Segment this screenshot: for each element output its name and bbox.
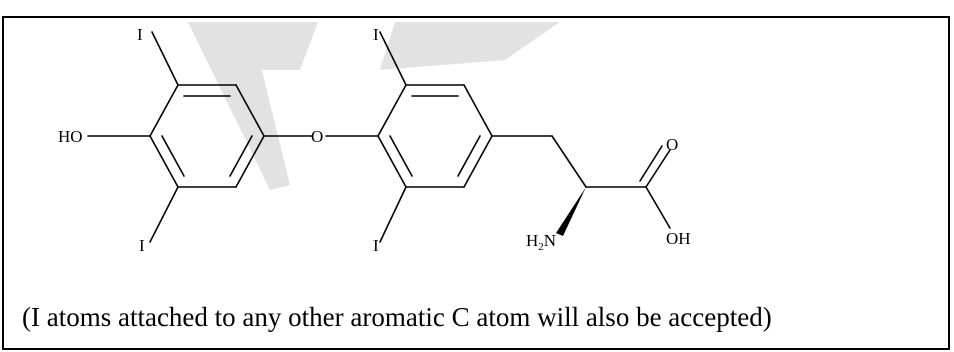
atom-iodine: I — [137, 25, 143, 44]
bond — [151, 31, 179, 86]
bond-inner — [389, 135, 413, 177]
amine-n: N — [544, 231, 556, 250]
bond — [377, 84, 407, 137]
bond — [463, 84, 493, 137]
atom-iodine: I — [139, 236, 145, 255]
bond-inner — [457, 135, 481, 177]
atom-hydroxyl: HO — [58, 127, 83, 146]
bond-inner — [229, 135, 253, 177]
bond — [235, 135, 265, 188]
bond — [379, 186, 407, 243]
watermark-stroke-bar — [238, 22, 318, 70]
bond — [639, 145, 663, 182]
bond — [379, 31, 407, 86]
bond — [149, 84, 179, 137]
bond — [645, 149, 671, 188]
atom-acid-hydroxyl: OH — [666, 229, 691, 248]
atom-carbonyl-oxygen: O — [666, 135, 678, 154]
amine-h: H — [526, 231, 538, 250]
bond — [645, 186, 671, 229]
amine-subscript: 2 — [538, 241, 544, 253]
acceptance-note: (I atoms attached to any other aromatic … — [22, 302, 772, 332]
atom-ether-oxygen: O — [311, 127, 323, 146]
frame-border — [2, 16, 950, 350]
watermark-stroke-left — [188, 22, 290, 190]
bond-inner — [161, 135, 185, 177]
bond — [377, 135, 407, 188]
atom-iodine: I — [373, 236, 379, 255]
atom-iodine: I — [373, 25, 379, 44]
bond — [463, 135, 493, 188]
bond — [149, 186, 179, 243]
watermark-stroke-right — [380, 22, 560, 70]
atom-amine: H2N — [526, 231, 556, 253]
bond — [235, 84, 265, 137]
bond — [149, 135, 179, 188]
wedge-bond — [556, 187, 586, 236]
bond — [551, 135, 587, 188]
